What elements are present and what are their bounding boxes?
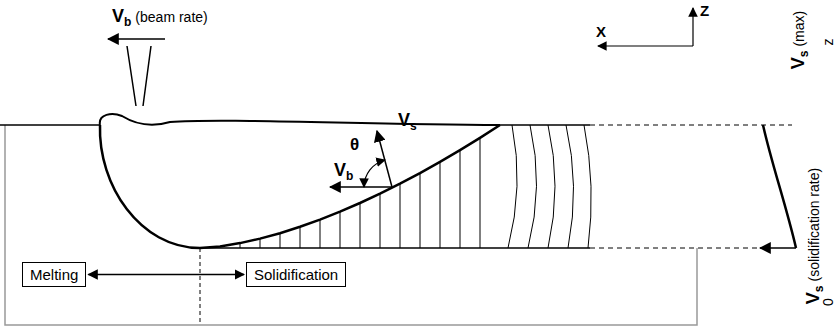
symbol-text: X [596,23,606,40]
symbol-text: (solidification rate) [806,168,822,282]
symbol-text: V [112,6,124,26]
symbol-text: V [398,110,410,130]
surface-line [500,124,590,126]
beam-rate-arrow [108,38,165,40]
symbol-label: θ [350,135,359,155]
melt-pool-outline [100,114,500,125]
subscript: s [410,119,417,133]
dashed-divider [200,248,201,325]
symbol-label: Vb [334,160,353,184]
beam [127,46,151,106]
melt-pool-outline [100,125,200,248]
symbol-text: (beam rate) [135,9,207,25]
symbol-text: θ [350,135,359,154]
rate-axis-arrow [760,247,796,249]
symbol-text: V [334,160,346,180]
symbol-label: Vs (max) [788,11,812,69]
symbol-label: z [818,39,837,46]
box-label: Melting [30,266,78,283]
vs-arrow [377,131,392,187]
double-arrow [88,274,244,276]
dashed-guide [590,125,792,126]
subscript: s [812,285,826,292]
subscript: b [346,169,353,183]
surface-line [0,124,100,126]
vb-arrow [330,186,392,188]
symbol-label: Z [700,1,709,20]
solidification-front [200,125,500,248]
stage-box: Melting [22,262,86,287]
symbol-text: 0 [820,298,836,306]
stage-box: Solidification [246,262,346,287]
symbol-label: Vb (beam rate) [112,6,208,30]
symbol-text: Z [700,2,709,19]
subscript: s [797,51,811,58]
symbol-label: Vs [398,110,417,134]
symbol-label: Vs (solidification rate) [803,168,827,304]
rate-profile [763,125,796,248]
subscript: b [124,15,131,29]
box-label: Solidification [254,266,338,283]
symbol-text: V [788,57,808,69]
x-axis-arrow [598,45,693,46]
theta-arc [364,160,385,187]
symbol-text: z [820,39,836,46]
symbol-label: X [596,22,606,41]
z-axis-arrow [692,8,693,46]
grain-columns [240,125,591,248]
symbol-text: (max) [791,11,807,47]
symbol-text: V [803,292,823,304]
symbol-label: 0 [818,298,837,306]
frame [5,125,697,325]
dashed-guide [590,248,758,249]
pool-bottom [200,247,590,249]
